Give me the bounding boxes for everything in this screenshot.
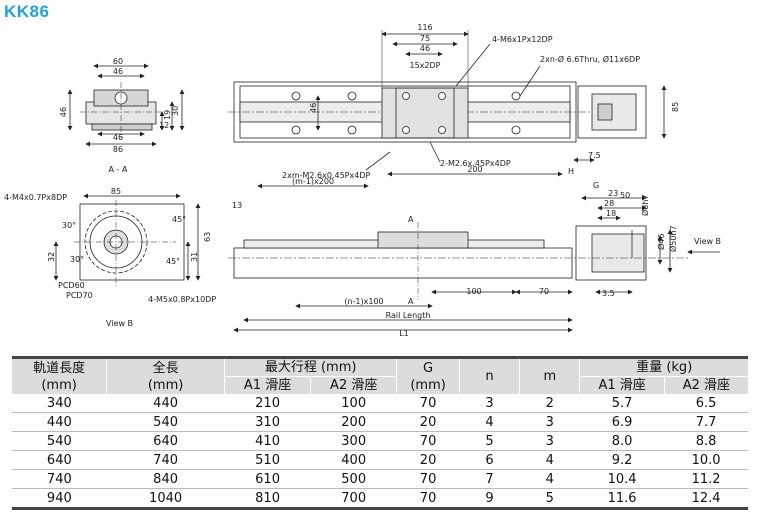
header-stroke-a2: A2 滑座 — [310, 376, 397, 394]
dim-d46: Ø46 — [656, 234, 666, 250]
pcd70-label: PCD70 — [66, 291, 93, 300]
dim-7-5: 7.5 — [588, 151, 601, 160]
dim-200: 200 — [467, 165, 482, 174]
pcd60-label: PCD60 — [58, 281, 85, 290]
dim-30: 30 — [171, 106, 180, 116]
dim-85: 85 — [671, 102, 680, 112]
angle-30: 30° — [62, 221, 76, 230]
dim-32: 32 — [47, 252, 56, 262]
angle-45: 45° — [172, 215, 186, 224]
dim-46-top-vertical: 46 — [309, 103, 318, 113]
dim-3-5: 3.5 — [602, 289, 615, 298]
dim-18: 18 — [606, 209, 616, 218]
header-weight-a1: A1 滑座 — [579, 376, 665, 394]
dim-d50h7: Ø50h7 — [668, 225, 678, 252]
dim-h: H — [568, 167, 574, 176]
model-title: KK86 — [4, 2, 50, 21]
dim-46-vertical: 46 — [59, 107, 68, 117]
header-max-stroke: 最大行程 (mm) — [224, 356, 397, 377]
header-rail-length: 軌道長度(mm) — [12, 356, 107, 394]
section-mark-a: A — [408, 215, 414, 224]
dim-46: 46 — [113, 67, 123, 76]
top-view — [228, 30, 667, 189]
dim-46-top: 46 — [420, 44, 430, 53]
dim-28: 28 — [604, 199, 614, 208]
header-n: n — [458, 356, 520, 394]
dim-n1x100: (n-1)x100 — [344, 297, 383, 306]
dim-100: 100 — [466, 287, 481, 296]
callout-m4: 4-M4x0.7Px8DP — [4, 193, 67, 202]
dim-86: 86 — [113, 145, 123, 154]
callout-m5: 4-M5x0.8Px10DP — [148, 295, 216, 304]
section-mark-a2: A — [408, 297, 414, 306]
dim-63: 63 — [203, 232, 212, 242]
dim-l1: L1 — [399, 329, 409, 338]
dim-31: 31 — [190, 252, 199, 262]
view-b-arrow-label: View B — [694, 237, 721, 246]
technical-drawing: 60 46 46 46 86 12 19 30 A - A 116 75 46 … — [4, 23, 721, 338]
header-g: G(mm) — [396, 356, 460, 394]
dim-50: 50 — [620, 191, 630, 200]
dim-12: 12 — [159, 121, 169, 130]
callout-m6: 4-M6x1Px12DP — [492, 35, 553, 44]
dim-g: G — [593, 181, 599, 190]
callout-m26-b: 2xm-M2.6x0.45Px4DP — [282, 171, 370, 180]
dim-85-viewb: 85 — [111, 187, 121, 196]
callout-thru: 2xn-Ø 6.6Thru, Ø11x6DP — [540, 54, 640, 64]
header-stroke-a1: A1 滑座 — [224, 376, 311, 394]
side-view — [228, 195, 720, 333]
rail-length-label: Rail Length — [386, 311, 431, 320]
section-title: A - A — [109, 165, 128, 174]
view-b — [53, 193, 201, 288]
angle-30b: 30° — [70, 255, 84, 264]
dim-d8h7: Ø8h7 — [640, 194, 650, 216]
header-weight: 重量 (kg) — [579, 356, 748, 377]
dim-60: 60 — [113, 57, 123, 66]
dim-19: 19 — [163, 110, 172, 120]
header-m: m — [519, 356, 580, 394]
dim-46-bottom: 46 — [113, 133, 123, 142]
spec-table: 軌道長度(mm) 全長(mm) 最大行程 (mm) G(mm) n m 重量 (… — [12, 356, 748, 510]
angle-45b: 45° — [166, 257, 180, 266]
dim-23: 23 — [608, 189, 618, 198]
dim-75: 75 — [420, 34, 430, 43]
dim-70: 70 — [539, 287, 549, 296]
header-weight-a2: A2 滑座 — [663, 376, 748, 394]
dim-13: 13 — [232, 201, 242, 210]
dim-15x2dp: 15x2DP — [410, 61, 441, 70]
dim-m1x200: (m-1)x200 — [292, 177, 334, 186]
section-view — [67, 63, 185, 147]
view-b-label: View B — [106, 319, 133, 328]
callout-m26-a: 2-M2.6x.45Px4DP — [440, 159, 511, 168]
header-total-length: 全長(mm) — [106, 356, 225, 394]
dim-116: 116 — [417, 23, 432, 32]
